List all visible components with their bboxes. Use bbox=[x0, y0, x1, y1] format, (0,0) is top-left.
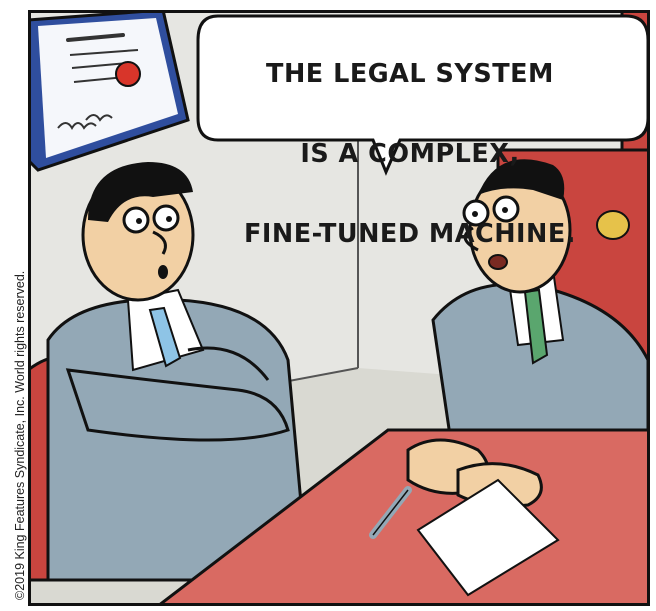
speech-line-1: THE LEGAL SYSTEM bbox=[266, 59, 554, 89]
seal-icon bbox=[115, 61, 141, 87]
certificate bbox=[28, 10, 190, 172]
left-lawyer bbox=[46, 162, 310, 582]
speech-bubble-text: THE LEGAL SYSTEM IS A COMPLEX, FINE-TUNE… bbox=[200, 14, 620, 294]
speech-line-2: IS A COMPLEX, bbox=[300, 139, 520, 169]
knob-icon bbox=[596, 210, 630, 240]
panel-border bbox=[28, 10, 650, 606]
copyright-text: ©2019 King Features Syndicate, Inc. Worl… bbox=[13, 270, 27, 600]
speech-bubble bbox=[196, 14, 650, 176]
comic-panel bbox=[28, 10, 650, 606]
copyright-strip: ©2019 King Features Syndicate, Inc. Worl… bbox=[0, 0, 27, 611]
speech-line-3: FINE-TUNED MACHINE. bbox=[243, 219, 576, 249]
paper bbox=[416, 478, 560, 597]
